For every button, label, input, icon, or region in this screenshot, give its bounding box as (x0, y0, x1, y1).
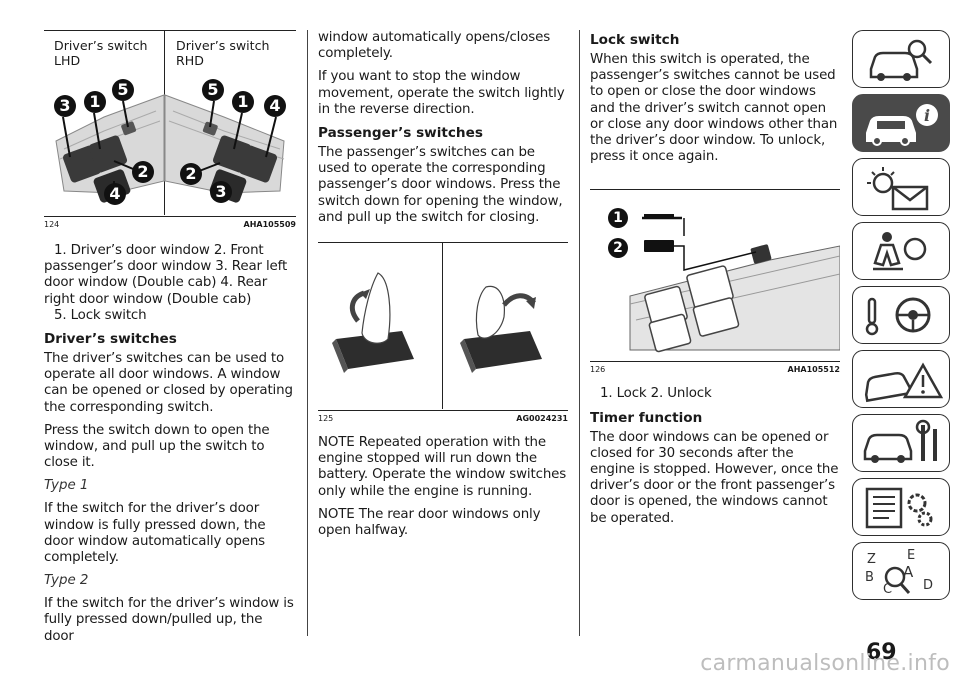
section-heading: Passenger’s switches (318, 125, 483, 142)
paragraph: If you want to stop the window movement,… (318, 69, 565, 117)
car-warning-triangle-icon (864, 362, 944, 403)
figure-126-caption-bar: 126 AHA105512 (590, 361, 840, 374)
paragraph: If the switch for the driver’s door wind… (44, 501, 266, 566)
page-number: 69 (866, 640, 897, 665)
figure-125-caption-bar: 125 AG0024231 (318, 410, 568, 423)
car-info-icon: i (866, 104, 938, 146)
figure-124-legend: 1. Driver’s door window 2. Front passeng… (44, 243, 288, 307)
section-heading: Timer function (590, 409, 703, 426)
steering-start-icon (865, 297, 931, 336)
callout-3-rhd: 3 (210, 181, 232, 203)
rhd-label: Driver’s switch RHD (176, 38, 270, 68)
figure-number: 124 (44, 220, 60, 229)
column-2: window automatically opens/closes comple… (318, 30, 568, 546)
callout-1-rhd: 1 (232, 91, 254, 113)
callout-2-lhd: 2 (132, 161, 154, 183)
figure-126-legend: 1. Lock 2. Unlock (600, 386, 712, 402)
type-label: Type 2 (44, 573, 89, 589)
car-maintenance-icon (863, 419, 937, 463)
svg-text:Z: Z (867, 552, 876, 567)
lhd-label: Driver’s switch LHD (54, 38, 148, 68)
note: NOTE Repeated operation with the engine … (318, 435, 567, 499)
column-3: Lock switch When this switch is operated… (590, 30, 840, 534)
figure-divider (442, 243, 443, 410)
lhd-label-line2: LHD (54, 52, 81, 68)
tab-getting-to-know[interactable] (852, 30, 950, 88)
warning-lights-icon (867, 167, 929, 211)
figure-number: 125 (318, 414, 334, 424)
passenger-switch-illustration (332, 272, 542, 374)
paragraph: When this switch is operated, the passen… (590, 52, 838, 165)
tab-warning-lights[interactable] (852, 158, 950, 216)
paragraph: The passenger’s switches can be used to … (318, 145, 563, 225)
paragraph: Press the switch down to open the window… (44, 422, 270, 471)
svg-text:B: B (865, 570, 874, 585)
driver-switch-illustration (55, 94, 285, 203)
section-heading: Lock switch (590, 32, 680, 48)
svg-text:D: D (923, 578, 933, 593)
tab-emergencies[interactable] (852, 350, 950, 408)
watermark: carmanualsonline.info (700, 651, 950, 676)
airbag-safety-icon (873, 232, 927, 271)
figure-124-legend-item5: 5. Lock switch (54, 307, 147, 323)
svg-text:C: C (883, 582, 892, 597)
pull-up-illustration (460, 285, 542, 374)
callout-2-rhd: 2 (180, 163, 202, 185)
column-divider (579, 30, 580, 636)
tab-safety[interactable] (852, 222, 950, 280)
lhd-label-line1: Driver’s switch (54, 38, 148, 53)
figure-code: AHA105509 (243, 220, 296, 229)
callout-4-rhd: 4 (264, 95, 286, 117)
callout-4-lhd: 4 (104, 183, 126, 205)
note: NOTE The rear door windows only open hal… (318, 506, 541, 539)
car-search-icon (869, 39, 933, 81)
svg-text:i: i (924, 106, 930, 125)
index-search-icon: Z E A B C D (865, 548, 933, 597)
rhd-label-line2: RHD (176, 52, 204, 68)
figure-number: 126 (590, 365, 606, 375)
paragraph: The driver’s switches can be used to ope… (44, 351, 293, 415)
column-1: Driver’s switch LHD Driver’s switch RHD (44, 30, 296, 652)
svg-text:E: E (907, 548, 915, 563)
press-down-illustration (332, 272, 414, 374)
tab-index[interactable]: Z E A B C D (852, 542, 950, 600)
lock-switch-illustration (629, 214, 840, 353)
callout-5-rhd: 5 (202, 79, 224, 101)
callout-1: 1 (608, 208, 628, 229)
callout-2: 2 (608, 238, 628, 259)
paragraph: The door windows can be opened or closed… (590, 429, 839, 526)
column-divider (307, 30, 308, 636)
tab-knowing-vehicle[interactable]: i (852, 94, 950, 152)
callout-1-lhd: 1 (84, 91, 106, 113)
callout-5-lhd: 5 (112, 79, 134, 101)
section-heading: Driver’s switches (44, 331, 177, 348)
figure-124-caption-bar: 124 AHA105509 (44, 216, 296, 229)
tab-maintenance[interactable] (852, 414, 950, 472)
tab-technical-specs[interactable] (852, 478, 950, 536)
svg-text:A: A (903, 563, 914, 581)
paragraph: window automatically opens/closes comple… (318, 30, 551, 62)
rhd-label-line1: Driver’s switch (176, 38, 270, 53)
type-label: Type 1 (44, 478, 89, 494)
paragraph: If the switch for the driver’s window is… (44, 596, 294, 644)
figure-125 (318, 242, 568, 410)
figure-124: Driver’s switch LHD Driver’s switch RHD (44, 30, 296, 215)
callout-3-lhd: 3 (54, 95, 76, 117)
figure-126: 1 2 (590, 189, 840, 360)
tab-starting-driving[interactable] (852, 286, 950, 344)
technical-specs-icon (865, 487, 933, 529)
figure-code: AG0024231 (516, 414, 568, 424)
figure-code: AHA105512 (787, 365, 840, 375)
